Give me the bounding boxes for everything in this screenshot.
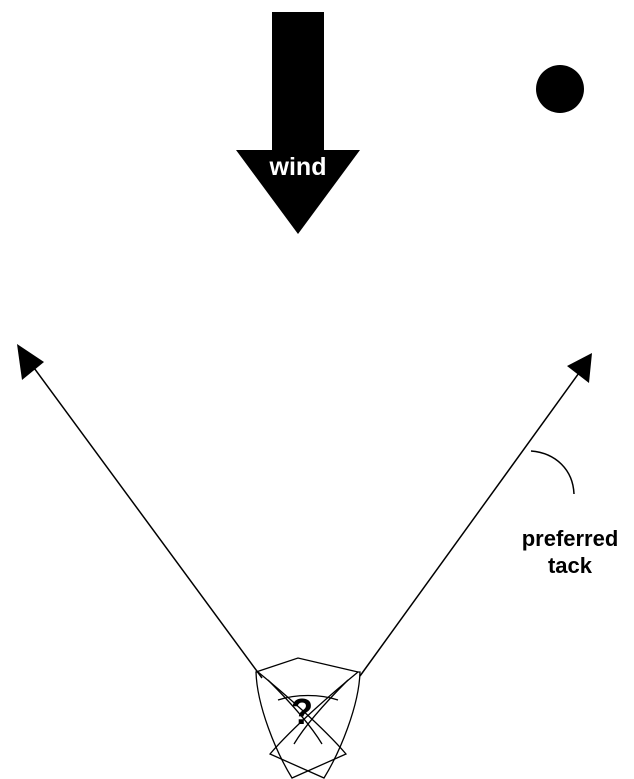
wind-label: wind <box>269 153 327 181</box>
preferred-tack-label-line1: preferred <box>521 526 619 551</box>
boat-icon <box>255 657 361 779</box>
port-tack-arrowhead <box>17 344 44 380</box>
preferred-tack-label: preferred tack <box>505 525 634 579</box>
port-tack-course <box>17 344 263 679</box>
preferred-tack-label-line2: tack <box>547 553 593 578</box>
preferred-tack-leader <box>530 450 575 495</box>
question-mark-label: ? <box>291 691 313 732</box>
wind-arrow-icon <box>236 12 360 234</box>
starboard-tack-course <box>359 353 592 677</box>
mark-buoy-icon <box>536 65 584 113</box>
starboard-tack-arrowhead <box>567 353 592 383</box>
